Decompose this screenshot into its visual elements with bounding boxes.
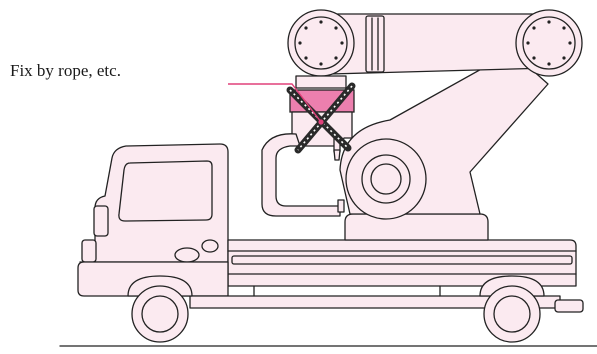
door-handle	[174, 247, 200, 263]
wrist-joint-inner	[294, 16, 348, 70]
lower-joint-inner	[370, 163, 402, 195]
callout-leader-line	[228, 83, 322, 123]
elbow-joint-inner	[522, 16, 576, 70]
welding-gun	[261, 133, 341, 217]
mirror	[93, 205, 109, 237]
elbow-bolts	[526, 20, 572, 66]
callout-dot	[318, 119, 324, 125]
callout-text: Fix by rope, etc.	[10, 61, 121, 80]
bed-stripe	[231, 255, 573, 265]
headlight	[81, 239, 97, 263]
wrist-flange	[295, 75, 347, 89]
robot	[261, 9, 583, 241]
truck	[59, 143, 597, 347]
robot-base	[344, 213, 489, 241]
callout: Fix by rope, etc.	[10, 61, 324, 125]
cab-window	[118, 160, 213, 222]
wrist-bolts	[298, 20, 344, 66]
